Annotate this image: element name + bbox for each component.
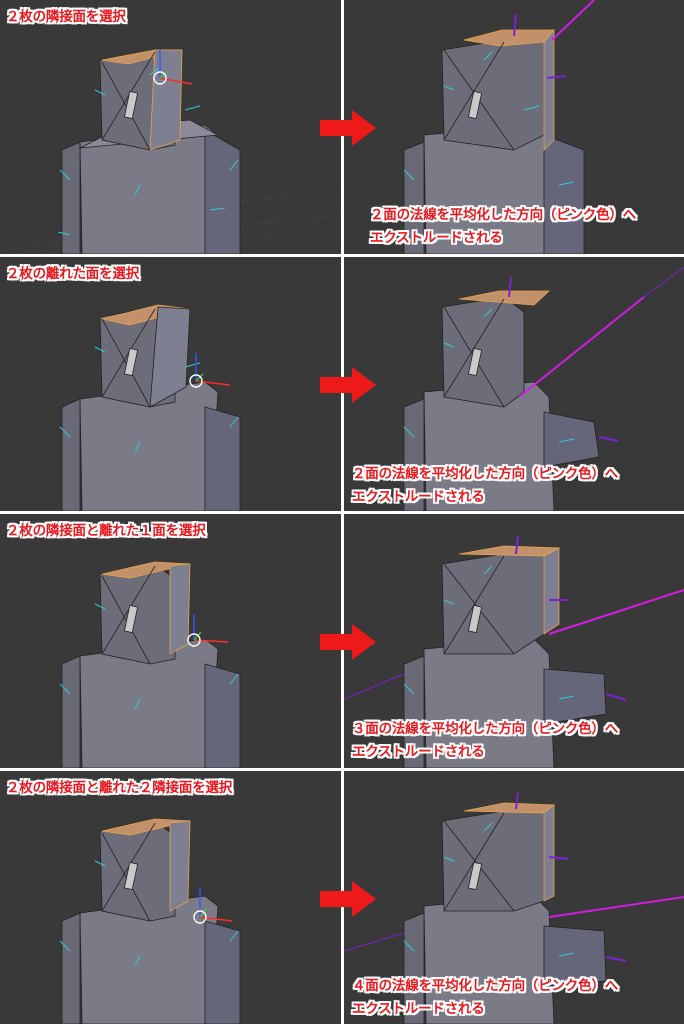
viewport-before-4: ２枚の隣接面と離れた２隣接面を選択 — [0, 771, 341, 1024]
viewport-before-2: ２枚の離れた面を選択 — [0, 257, 341, 511]
row-description-line2: エクストルードされる — [352, 489, 485, 505]
row-description-line2: エクストルードされる — [352, 744, 485, 760]
row-description-line2: エクストルードされる — [352, 1001, 485, 1017]
robot-mesh-after-3 — [344, 535, 684, 768]
robot-mesh-after-1 — [403, 0, 595, 254]
example-row-3: ２枚の隣接面と離れた１面を選択 — [0, 514, 684, 768]
viewport-after-2: ２面の法線を平均化した方向（ピンク色）へ エクストルードされる — [344, 257, 684, 511]
right-arrow-icon — [320, 881, 376, 917]
row-title: ２枚の離れた面を選択 — [6, 266, 139, 282]
row-title: ２枚の隣接面と離れた１面を選択 — [6, 523, 206, 539]
robot-mesh-after-2 — [403, 266, 684, 511]
robot-mesh-before-4 — [59, 818, 241, 1024]
example-row-1: ２枚の隣接面を選択 — [0, 0, 684, 254]
right-arrow-icon — [320, 110, 376, 146]
example-row-2: ２枚の離れた面を選択 — [0, 257, 684, 511]
robot-mesh-before-3 — [59, 561, 241, 768]
row-description-line2: エクストルードされる — [370, 230, 503, 246]
row-description-line1: ２面の法線を平均化した方向（ピンク色）へ — [352, 466, 618, 482]
right-arrow-icon — [320, 367, 376, 403]
robot-mesh-after-4 — [344, 792, 684, 1024]
viewport-before-1: ２枚の隣接面を選択 — [0, 0, 341, 254]
row-description-line1: ３面の法線を平均化した方向（ピンク色）へ — [352, 721, 618, 737]
viewport-after-1: ２面の法線を平均化した方向（ピンク色）へ エクストルードされる — [344, 0, 684, 254]
robot-mesh-before-2 — [59, 304, 241, 511]
row-title: ２枚の隣接面と離れた２隣接面を選択 — [6, 780, 233, 796]
viewport-after-4: ４面の法線を平均化した方向（ピンク色）へ エクストルードされる — [344, 771, 684, 1024]
row-description-line1: ４面の法線を平均化した方向（ピンク色）へ — [352, 978, 618, 994]
right-arrow-icon — [320, 624, 376, 660]
example-row-4: ２枚の隣接面と離れた２隣接面を選択 — [0, 771, 684, 1024]
row-description-line1: ２面の法線を平均化した方向（ピンク色）へ — [370, 207, 636, 223]
viewport-after-3: ３面の法線を平均化した方向（ピンク色）へ エクストルードされる — [344, 514, 684, 768]
robot-mesh-before-1 — [0, 49, 341, 254]
viewport-before-3: ２枚の隣接面と離れた１面を選択 — [0, 514, 341, 768]
row-title: ２枚の隣接面を選択 — [6, 9, 126, 25]
